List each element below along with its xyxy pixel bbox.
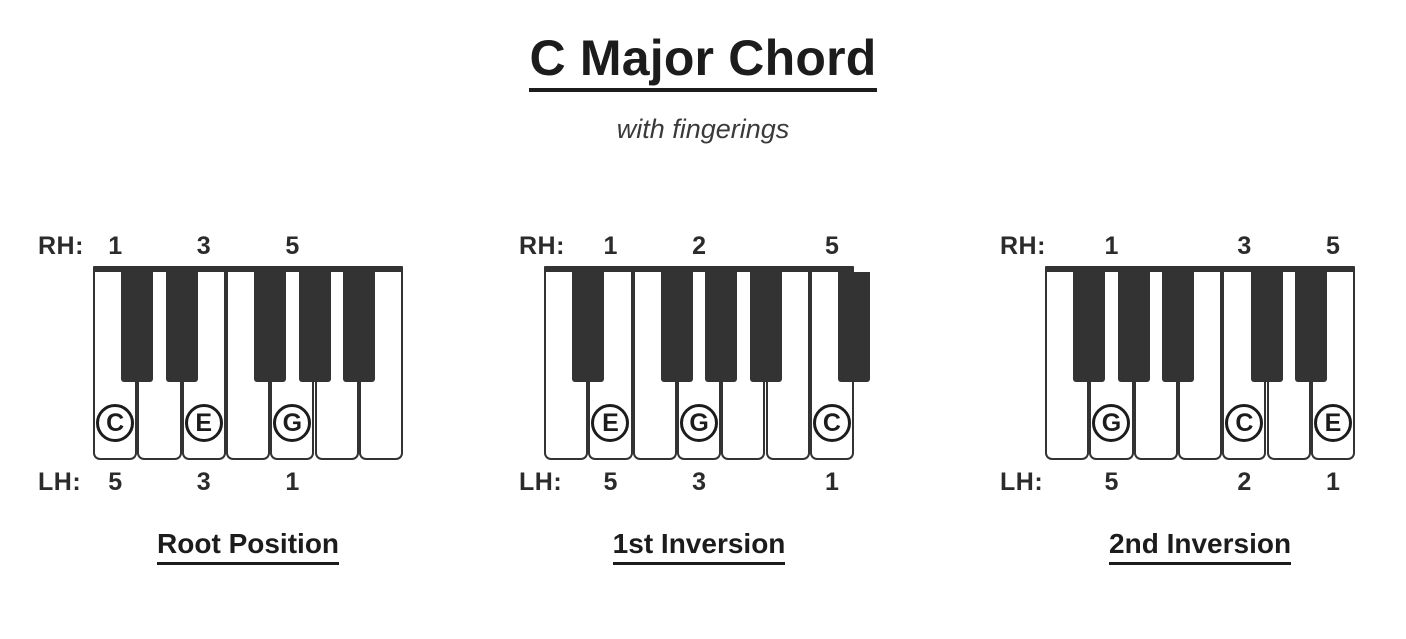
black-key-slot-5[interactable] [1250,272,1283,382]
rh-finger-C: 1 [108,232,123,260]
black-key-slot-2[interactable] [165,272,198,382]
lh-finger-G: 5 [1104,468,1119,496]
keyboard-top-bar [93,266,404,273]
rh-finger-E: 3 [196,232,211,260]
note-marker-C[interactable]: C [1225,404,1264,442]
note-marker-E[interactable]: E [1313,404,1352,442]
note-marker-C[interactable]: C [812,404,851,442]
black-key-slot-2[interactable] [1117,272,1150,382]
keyboard-top-bar [1045,266,1356,273]
right-hand-fingering-row: RH: 1 2 5 [519,232,864,262]
page-title: C Major Chord [529,32,877,92]
left-hand-fingering-row: LH: 5 3 1 [519,468,864,498]
note-marker-C[interactable]: C [96,404,135,442]
page-subtitle: with fingerings [616,113,790,144]
black-key-slot-3[interactable] [660,272,693,382]
black-key-slot-4[interactable] [254,272,287,382]
right-hand-fingering-row: RH: 1 3 5 [1000,232,1365,262]
lh-finger-E: 5 [603,468,618,496]
right-hand-label: RH: [519,232,565,260]
lh-finger-E: 3 [196,468,211,496]
left-hand-label: LH: [38,468,82,496]
black-key-slot-6[interactable] [1294,272,1327,382]
keyboard-top-bar [544,266,855,273]
note-marker-E[interactable]: E [184,404,223,442]
black-key-slot-5[interactable] [749,272,782,382]
caption-text: Root Position [157,528,340,565]
note-marker-G[interactable]: G [1092,404,1131,442]
left-hand-label: LH: [1000,468,1044,496]
left-hand-fingering-row: LH: 5 3 1 [38,468,413,498]
diagram-caption-first-inversion: 1st Inversion [544,528,854,565]
rh-finger-C: 5 [824,232,839,260]
right-hand-fingering-row: RH: 1 3 5 [38,232,413,262]
page-header: C Major Chord with fingerings [0,0,1406,145]
lh-finger-E: 1 [1325,468,1340,496]
black-key-slot-5[interactable] [298,272,331,382]
rh-finger-G: 1 [1104,232,1119,260]
lh-finger-G: 3 [692,468,706,496]
diagram-caption-root-position: Root Position [93,528,403,565]
right-hand-label: RH: [38,232,84,260]
note-marker-E[interactable]: E [591,404,630,442]
rh-finger-E: 5 [1325,232,1340,260]
note-marker-G[interactable]: G [273,404,312,442]
left-hand-fingering-row: LH: 5 2 1 [1000,468,1365,498]
black-key-slot-3[interactable] [1161,272,1194,382]
lh-finger-G: 1 [285,468,300,496]
lh-finger-C: 1 [824,468,839,496]
black-key-slot-7[interactable] [838,272,871,382]
rh-finger-G: 2 [692,232,706,260]
lh-finger-C: 5 [108,468,123,496]
diagram-caption-second-inversion: 2nd Inversion [1045,528,1355,565]
caption-text: 2nd Inversion [1109,528,1292,565]
black-key-slot-1[interactable] [121,272,154,382]
black-key-slot-6[interactable] [342,272,375,382]
rh-finger-C: 3 [1237,232,1252,260]
right-hand-label: RH: [1000,232,1046,260]
caption-text: 1st Inversion [612,528,786,565]
rh-finger-G: 5 [285,232,300,260]
black-key-slot-4[interactable] [705,272,738,382]
rh-finger-E: 1 [603,232,618,260]
black-key-slot-1[interactable] [572,272,605,382]
left-hand-label: LH: [519,468,563,496]
lh-finger-C: 2 [1237,468,1252,496]
note-marker-G[interactable]: G [680,404,719,442]
black-key-slot-1[interactable] [1073,272,1106,382]
